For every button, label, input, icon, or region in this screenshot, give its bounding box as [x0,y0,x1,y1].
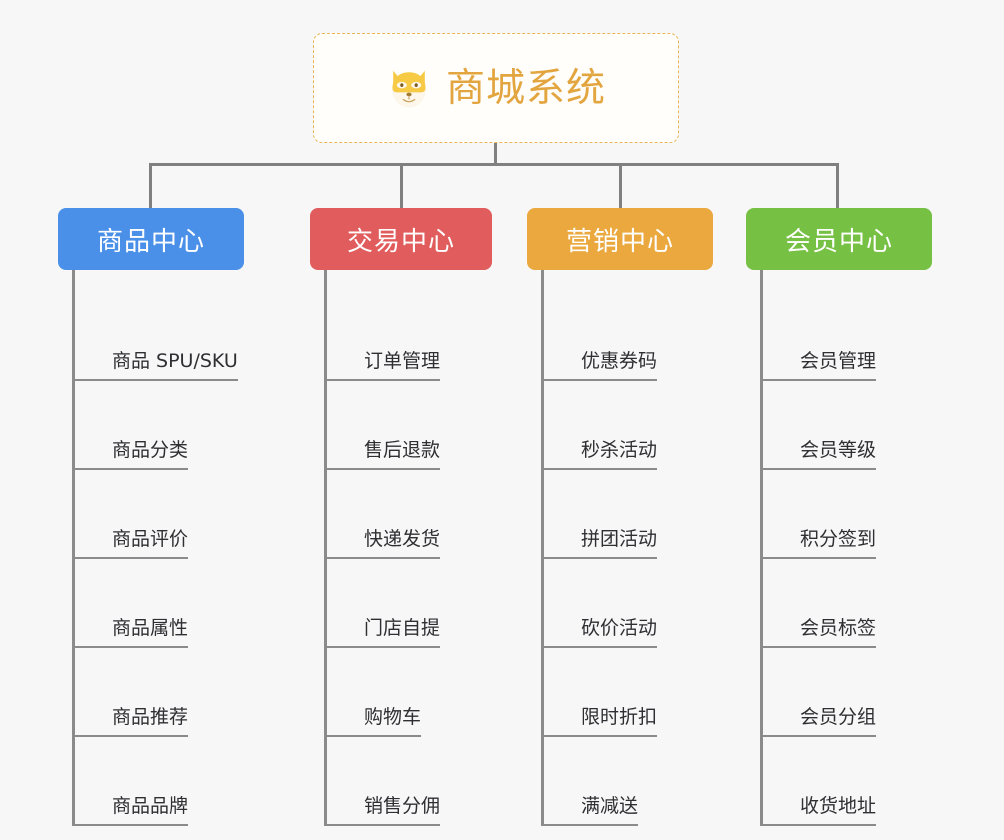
root-title: 商城系统 [445,65,606,111]
branch-items-product-center: 商品 SPU/SKU 商品分类 商品评价 商品属性 商品推荐 商品品牌 [72,270,244,826]
branch-items-marketing-center: 优惠券码 秒杀活动 拼团活动 砍价活动 限时折扣 满减送 [541,270,713,826]
list-item-label: 优惠券码 [543,346,658,381]
list-item-label: 商品属性 [74,613,189,648]
list-item[interactable]: 会员标签 [762,559,932,648]
list-item-label: 商品品牌 [74,791,189,826]
list-item[interactable]: 商品属性 [74,559,244,648]
list-item-label: 商品 SPU/SKU [75,346,238,381]
branch-column-product-center: 商品中心 商品 SPU/SKU 商品分类 商品评价 商品属性 商品推荐 商品品牌 [58,208,244,826]
branch-header-label: 商品中心 [96,226,205,257]
list-item[interactable]: 购物车 [326,648,492,737]
list-item[interactable]: 商品 SPU/SKU [75,292,244,381]
list-item-label: 快递发货 [326,524,441,559]
branch-header-label: 交易中心 [346,226,455,257]
list-item-label: 商品推荐 [74,702,189,737]
branch-header-trade-center[interactable]: 交易中心 [310,208,492,270]
branch-column-marketing-center: 营销中心 优惠券码 秒杀活动 拼团活动 砍价活动 限时折扣 满减送 [527,208,713,826]
list-item-label: 积分签到 [762,524,877,559]
list-item-label: 门店自提 [326,613,441,648]
branch-header-marketing-center[interactable]: 营销中心 [527,208,713,270]
list-item-label: 会员分组 [762,702,877,737]
branch-header-label: 营销中心 [565,226,674,257]
list-item-label: 满减送 [543,791,639,826]
branch-header-member-center[interactable]: 会员中心 [746,208,932,270]
list-item-label: 售后退款 [326,435,441,470]
dog-face-icon [392,70,426,108]
list-item[interactable]: 满减送 [543,737,713,826]
list-item-label: 销售分佣 [326,791,441,826]
list-item[interactable]: 快递发货 [326,470,492,559]
root-node[interactable]: 商城系统 [313,33,679,143]
branch-items-member-center: 会员管理 会员等级 积分签到 会员标签 会员分组 收货地址 [760,270,932,826]
list-item[interactable]: 会员管理 [762,292,932,381]
branch-items-trade-center: 订单管理 售后退款 快递发货 门店自提 购物车 销售分佣 [324,270,492,826]
list-item[interactable]: 商品分类 [74,381,244,470]
list-item[interactable]: 商品品牌 [74,737,244,826]
list-item[interactable]: 商品评价 [74,470,244,559]
connector-drop-branch-2 [400,163,403,209]
list-item[interactable]: 销售分佣 [326,737,492,826]
list-item[interactable]: 砍价活动 [543,559,713,648]
list-item-label: 商品分类 [74,435,189,470]
list-item-label: 收货地址 [762,791,877,826]
list-item-label: 商品评价 [74,524,189,559]
connector-root-stem [494,143,497,165]
connector-drop-branch-3 [619,163,622,209]
list-item[interactable]: 优惠券码 [543,292,713,381]
list-item[interactable]: 会员分组 [762,648,932,737]
list-item-label: 会员管理 [762,346,877,381]
list-item[interactable]: 拼团活动 [543,470,713,559]
connector-drop-branch-1 [149,163,152,209]
list-item-label: 会员等级 [762,435,877,470]
connector-horizontal-bus [150,163,838,166]
list-item-label: 拼团活动 [543,524,658,559]
list-item[interactable]: 售后退款 [326,381,492,470]
list-item[interactable]: 收货地址 [762,737,932,826]
list-item-label: 砍价活动 [543,613,658,648]
branch-header-label: 会员中心 [784,226,893,257]
list-item-label: 订单管理 [326,346,441,381]
list-item-label: 购物车 [326,702,422,737]
list-item[interactable]: 门店自提 [326,559,492,648]
list-item[interactable]: 订单管理 [326,292,492,381]
list-item-label: 会员标签 [762,613,877,648]
list-item[interactable]: 限时折扣 [543,648,713,737]
list-item[interactable]: 会员等级 [762,381,932,470]
branch-column-trade-center: 交易中心 订单管理 售后退款 快递发货 门店自提 购物车 销售分佣 [310,208,492,826]
branch-column-member-center: 会员中心 会员管理 会员等级 积分签到 会员标签 会员分组 收货地址 [746,208,932,826]
branch-header-product-center[interactable]: 商品中心 [58,208,244,270]
list-item[interactable]: 商品推荐 [74,648,244,737]
list-item[interactable]: 秒杀活动 [543,381,713,470]
list-item-label: 秒杀活动 [543,435,658,470]
connector-drop-branch-4 [836,163,839,209]
list-item[interactable]: 积分签到 [762,470,932,559]
list-item-label: 限时折扣 [543,702,658,737]
